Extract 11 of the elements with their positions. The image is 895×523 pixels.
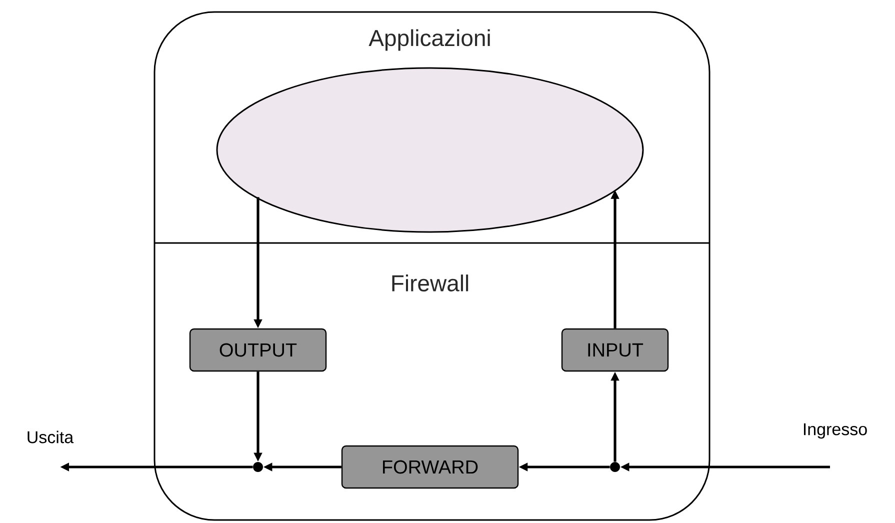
chain-box: FORWARD <box>341 445 519 489</box>
section-heading: Firewall <box>392 274 468 292</box>
port-label: Uscita <box>28 430 74 444</box>
junction-dot <box>253 462 263 472</box>
application-ellipse <box>216 67 644 233</box>
section-heading: Applicazioni <box>368 29 490 51</box>
chain-box: INPUT <box>561 328 669 372</box>
port-label: Ingresso <box>804 423 867 439</box>
chain-box: OUTPUT <box>189 328 327 372</box>
junction-dot <box>610 462 620 472</box>
firewall-box <box>154 11 710 521</box>
